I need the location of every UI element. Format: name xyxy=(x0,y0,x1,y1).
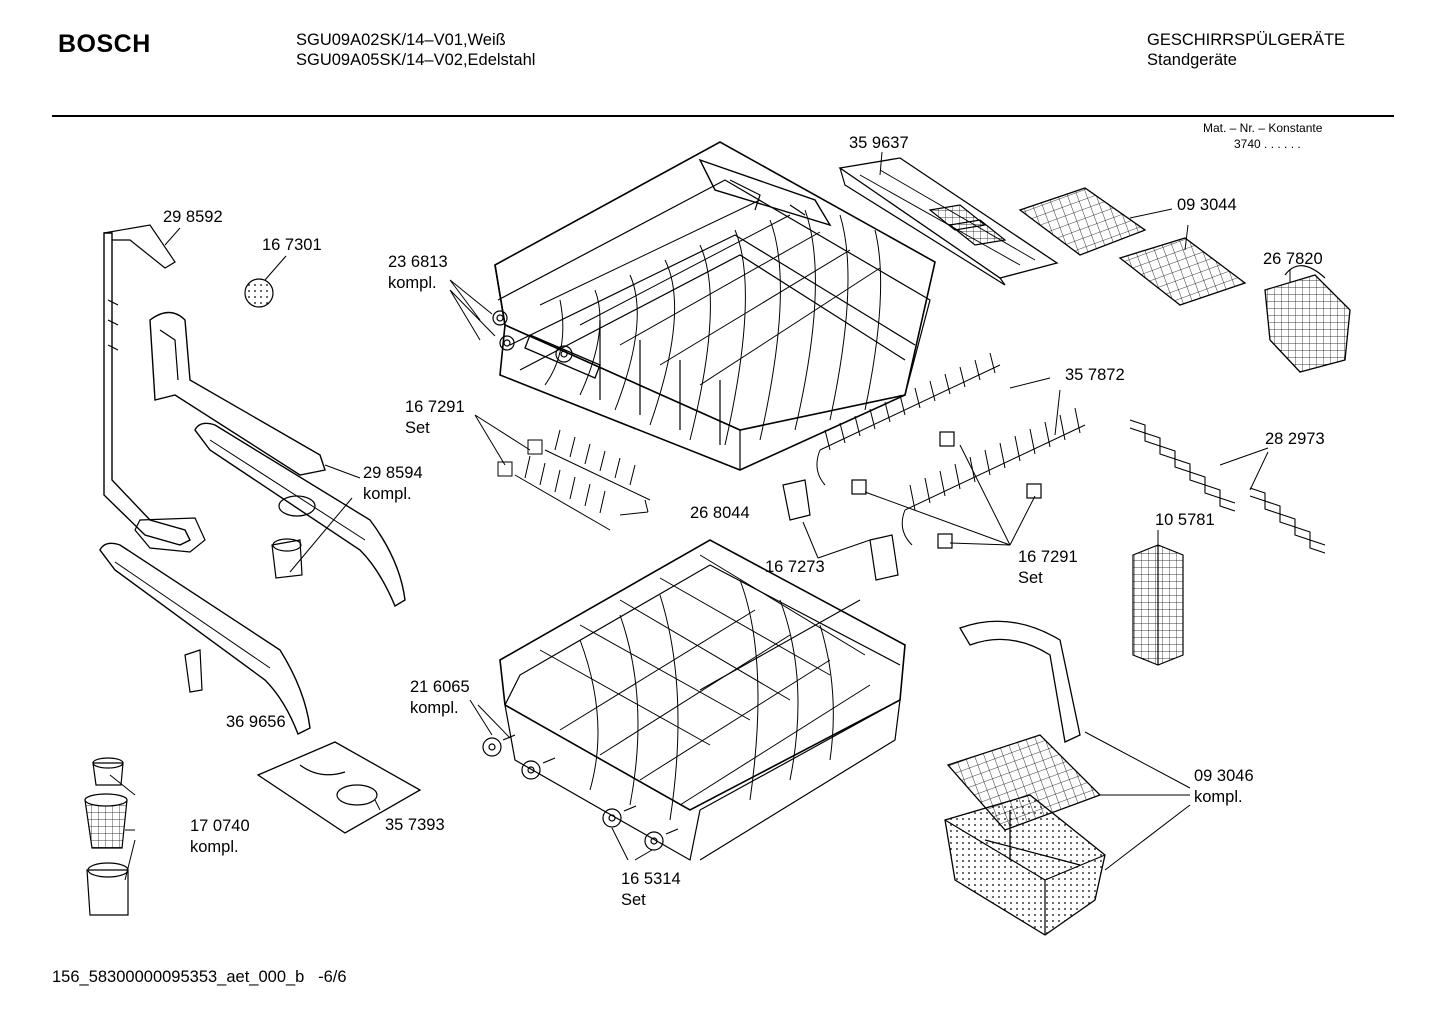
part-label-26-8044: 26 8044 xyxy=(690,504,750,522)
brand-logo: BOSCH xyxy=(58,30,151,58)
mat-value: 3740 . . . . . . xyxy=(1234,137,1301,151)
small-cutlery-basket xyxy=(1264,265,1351,373)
small-tine-rows xyxy=(497,429,651,531)
sieve-plate xyxy=(256,741,422,834)
part-label-09-3044: 09 3044 xyxy=(1177,196,1237,214)
part-note-17-0740: kompl. xyxy=(190,838,239,856)
model-line-2: SGU09A05SK/14–V02,Edelstahl xyxy=(296,51,536,69)
part-note-16-7291-left: Set xyxy=(405,419,430,437)
step-racks xyxy=(1129,419,1326,554)
cutlery-insert xyxy=(1132,544,1184,666)
model-line-1: SGU09A02SK/14–V01,Weiß xyxy=(296,31,506,49)
folding-grids xyxy=(1018,187,1247,306)
lower-basket xyxy=(482,539,906,861)
category-line-1: GESCHIRRSPÜLGERÄTE xyxy=(1147,31,1346,49)
part-note-23-6813: kompl. xyxy=(388,274,437,292)
tine-rows xyxy=(816,352,1086,546)
filter-set xyxy=(84,757,129,916)
part-label-29-8592: 29 8592 xyxy=(163,208,223,226)
part-label-16-7301: 16 7301 xyxy=(262,236,322,254)
part-note-16-5314: Set xyxy=(621,891,646,909)
mat-header: Mat. – Nr. – Konstante xyxy=(1203,121,1323,135)
upper-basket xyxy=(492,141,936,471)
part-label-10-5781: 10 5781 xyxy=(1155,511,1215,529)
doc-id: 156_58300000095353_aet_000_b xyxy=(52,968,305,986)
document-footer: 156_58300000095353_aet_000_b -6/6 xyxy=(52,968,347,987)
part-note-09-3046: kompl. xyxy=(1194,788,1243,806)
page-number: -6/6 xyxy=(318,968,347,986)
part-label-35-7872: 35 7872 xyxy=(1065,366,1125,384)
clips xyxy=(782,431,1042,581)
part-note-21-6065: kompl. xyxy=(410,699,459,717)
part-label-36-9656: 36 9656 xyxy=(226,713,286,731)
part-label-16-7273: 16 7273 xyxy=(765,558,825,576)
part-label-28-2973: 28 2973 xyxy=(1265,430,1325,448)
part-label-29-8594: 29 8594 xyxy=(363,464,423,482)
part-label-17-0740: 17 0740 xyxy=(190,817,250,835)
category-line-2: Standgeräte xyxy=(1147,51,1237,69)
part-label-23-6813: 23 6813 xyxy=(388,253,448,271)
part-label-16-7291-right: 16 7291 xyxy=(1018,548,1078,566)
part-note-16-7291-right: Set xyxy=(1018,569,1043,587)
filter-disc xyxy=(244,278,274,308)
leader-lines xyxy=(109,151,1291,881)
part-label-21-6065: 21 6065 xyxy=(410,678,470,696)
cup-rack xyxy=(838,157,1059,286)
part-label-35-7393: 35 7393 xyxy=(385,816,445,834)
part-label-35-9637: 35 9637 xyxy=(849,134,909,152)
part-note-29-8594: kompl. xyxy=(363,485,412,503)
part-label-26-7820: 26 7820 xyxy=(1263,250,1323,268)
part-label-09-3046: 09 3046 xyxy=(1194,767,1254,785)
header-rule xyxy=(52,115,1394,117)
cutlery-basket xyxy=(944,620,1106,936)
part-label-16-7291-left: 16 7291 xyxy=(405,398,465,416)
part-label-16-5314: 16 5314 xyxy=(621,870,681,888)
spray-arm-assembly xyxy=(99,224,406,735)
